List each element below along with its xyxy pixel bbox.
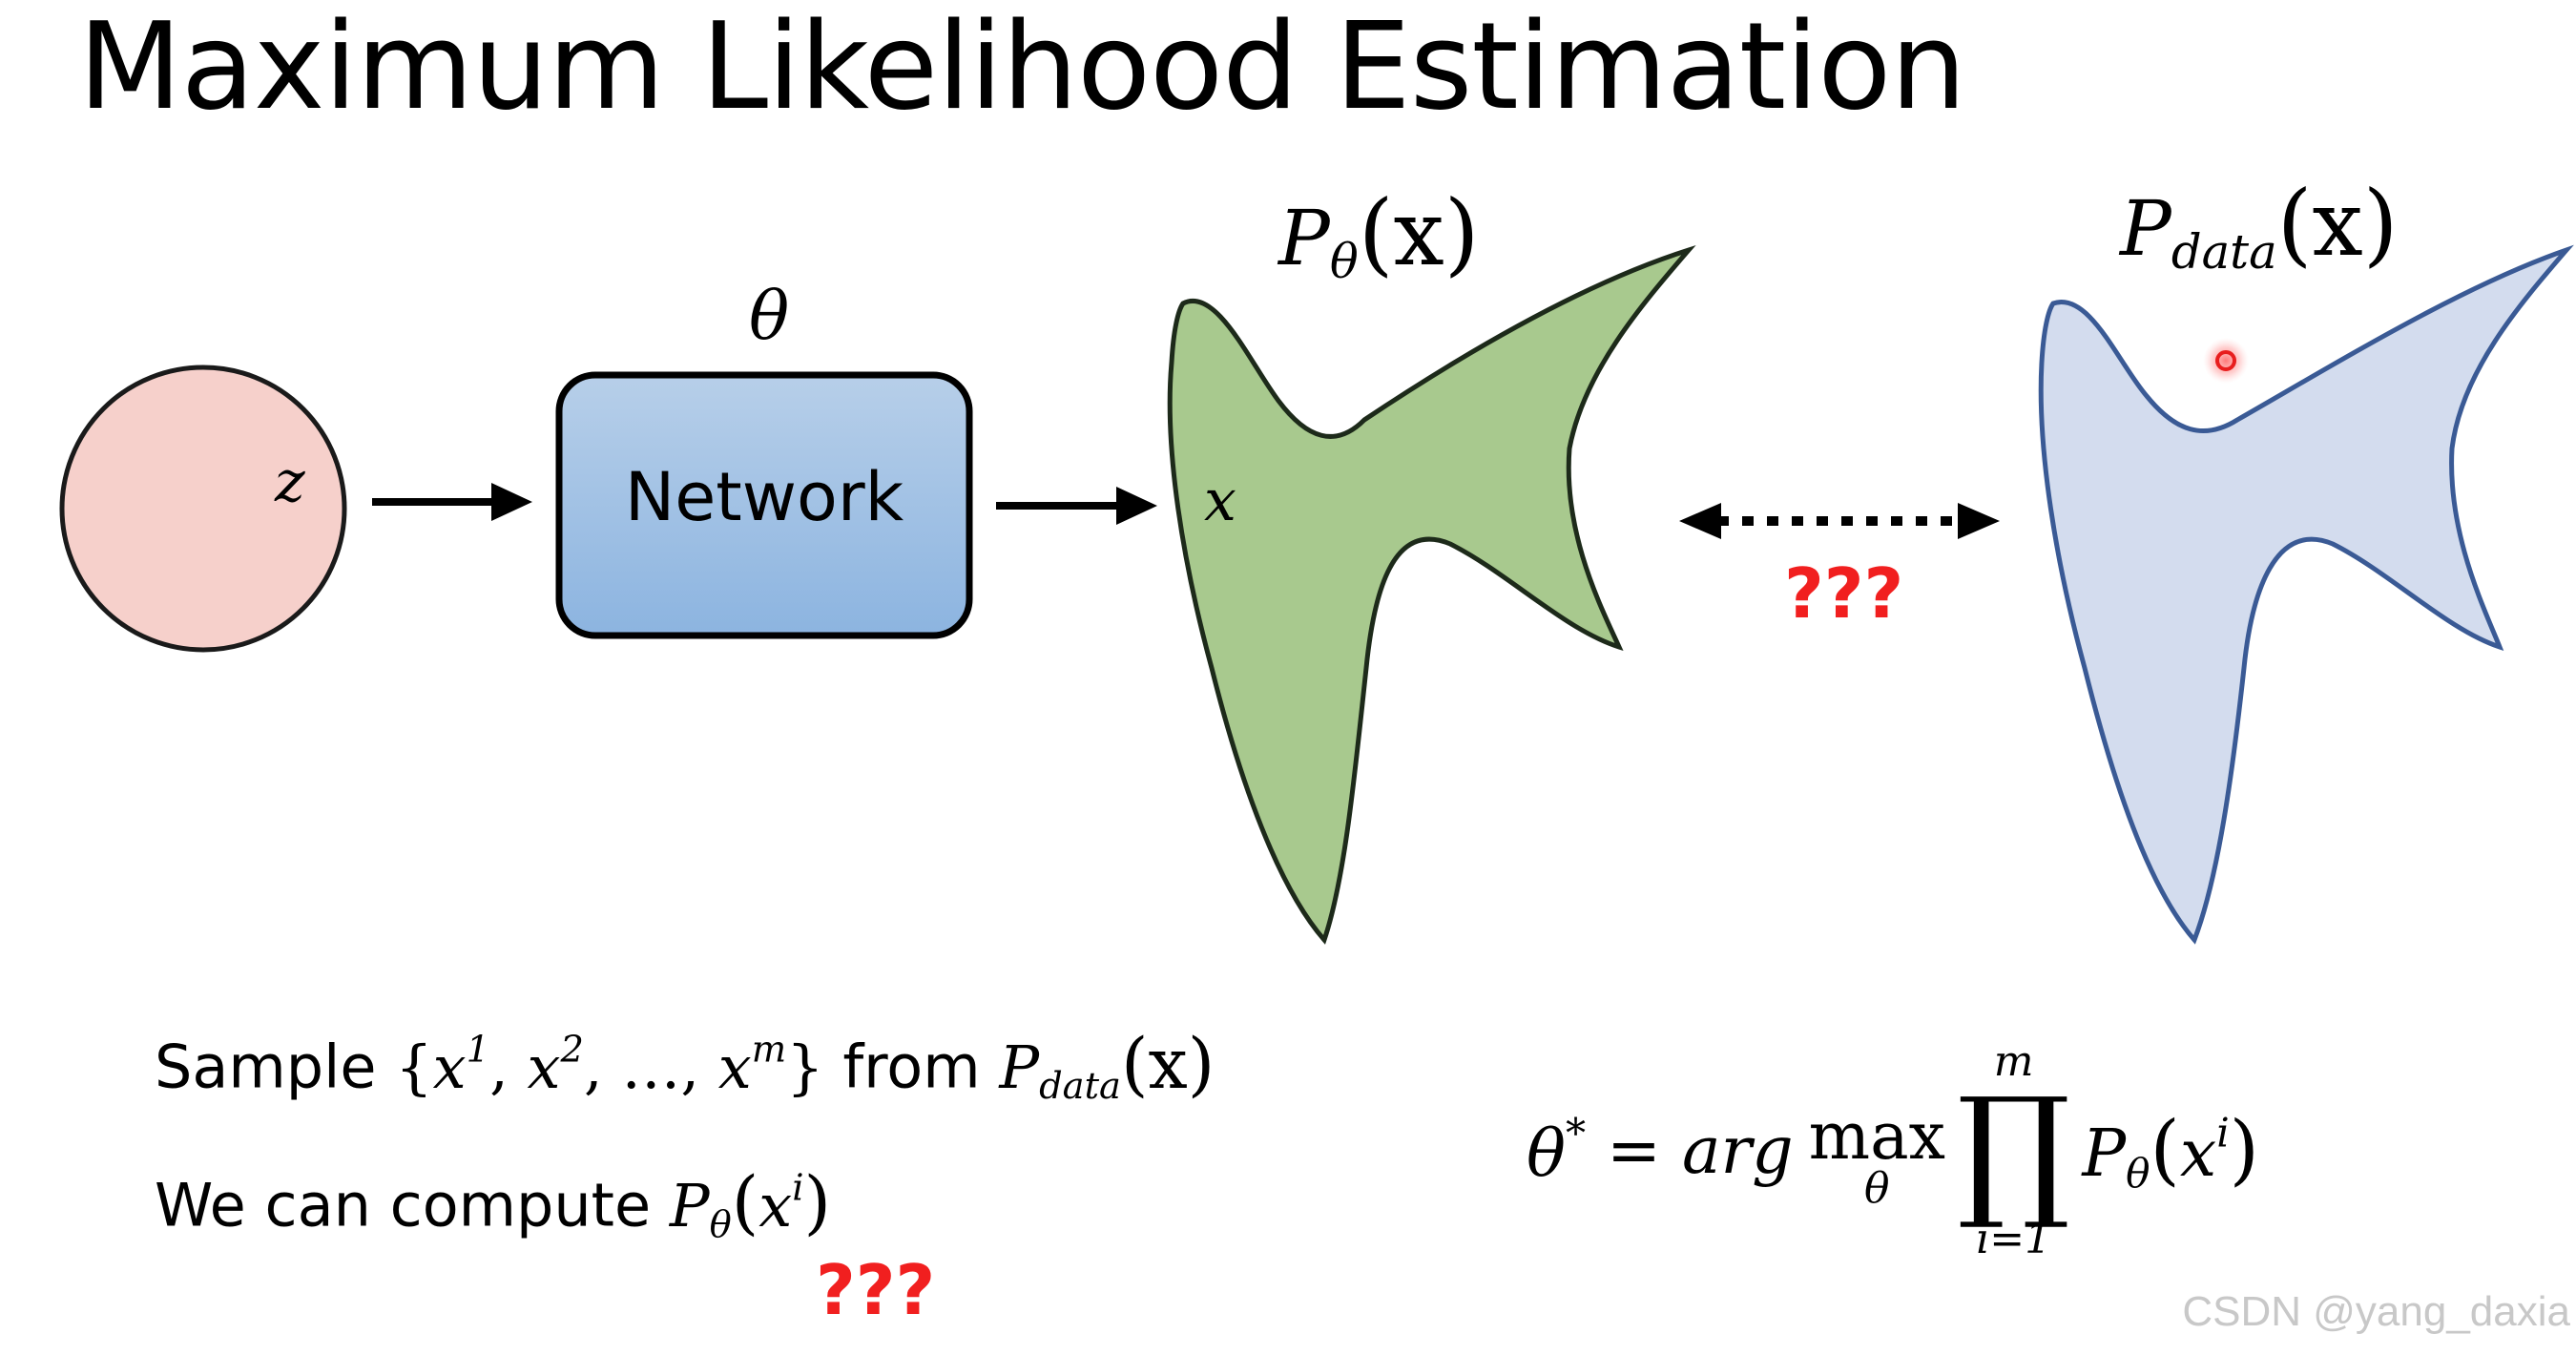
sample-dot	[2203, 338, 2249, 384]
product-operator: m ∏ i=1	[1956, 1037, 2071, 1263]
data-distribution-shape	[2038, 244, 2574, 945]
page-title: Maximum Likelihood Estimation	[78, 0, 1966, 136]
mle-formula: θ* = arg max θ m ∏ i=1 Pθ(xi)	[1527, 1037, 2259, 1263]
sample-x-label: x	[1204, 468, 1236, 534]
comparison-question: ???	[1784, 553, 1904, 634]
latent-label: z	[275, 448, 305, 515]
theta-label: θ	[749, 277, 790, 355]
arrow-latent-to-network	[372, 483, 532, 521]
network-box	[555, 371, 973, 639]
network-label: Network	[624, 458, 904, 536]
model-dist-label: Pθ(x)	[1278, 181, 1480, 289]
latent-circle	[59, 365, 347, 653]
arrow-network-to-model	[996, 487, 1157, 525]
compute-line: We can compute Pθ(xi)	[155, 1161, 832, 1246]
data-dist-label: Pdata(x)	[2120, 172, 2399, 280]
comparison-arrow	[1679, 503, 2000, 539]
model-distribution-shape	[1167, 244, 1696, 945]
compute-question: ???	[816, 1250, 936, 1330]
watermark: CSDN @yang_daxia	[2182, 1288, 2570, 1335]
sample-line: Sample {x1, x2, …, xm} from Pdata(x)	[155, 1023, 1215, 1108]
